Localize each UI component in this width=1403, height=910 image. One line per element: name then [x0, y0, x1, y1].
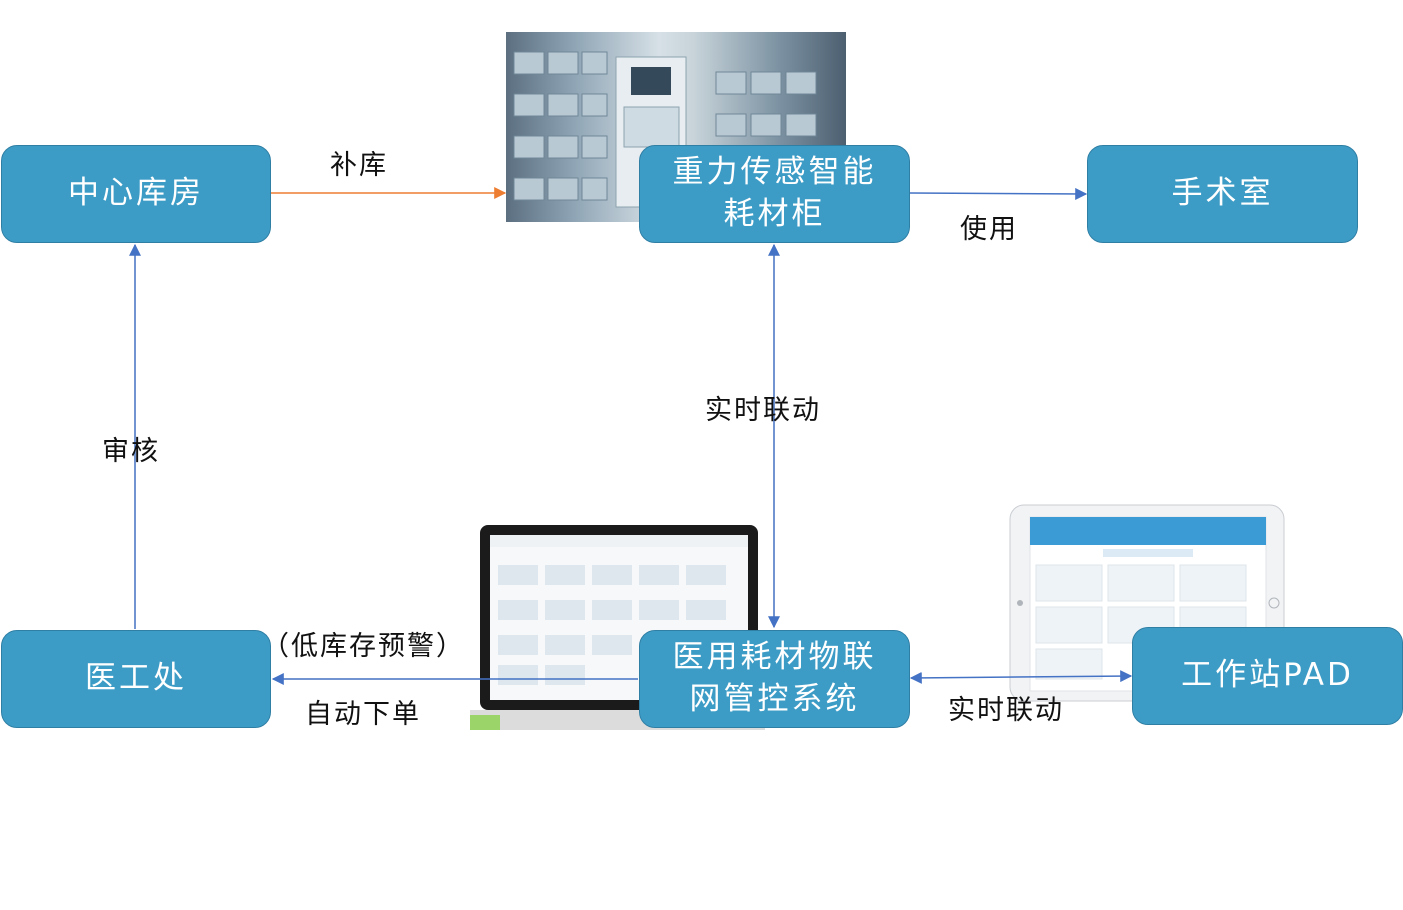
smart-cabinet-label-line2: 耗材柜 — [723, 196, 826, 232]
realtime-link-horizontal-label: 实时联动 — [948, 695, 1064, 726]
review-label: 审核 — [102, 436, 160, 467]
workstation-pad-label: 工作站PAD — [1181, 657, 1354, 694]
operating-room-node: 手术室 — [1087, 145, 1358, 243]
central-warehouse-node: 中心库房 — [1, 145, 271, 243]
use-label: 使用 — [960, 214, 1018, 245]
workstation-pad-node: 工作站PAD — [1132, 627, 1403, 725]
central-warehouse-label: 中心库房 — [68, 175, 204, 212]
low-stock-warning-label: （低库存预警） — [262, 631, 465, 662]
smart-cabinet-label-line1: 重力传感智能 — [672, 154, 877, 191]
iot-system-label-line2: 网管控系统 — [689, 681, 860, 717]
realtime-link-vertical-label: 实时联动 — [705, 395, 821, 426]
auto-order-label: 自动下单 — [305, 699, 421, 730]
arrow-cabinet-to-operating-room — [909, 187, 1088, 200]
iot-system-node: 医用耗材物联 网管控系统 — [639, 630, 910, 728]
equipment-dept-label: 医工处 — [85, 660, 187, 697]
restock-label: 补库 — [330, 150, 388, 181]
operating-room-label: 手术室 — [1171, 175, 1274, 212]
iot-system-label-line1: 医用耗材物联 — [672, 639, 877, 676]
smart-cabinet-node: 重力传感智能 耗材柜 — [639, 145, 910, 243]
equipment-dept-node: 医工处 — [1, 630, 271, 728]
